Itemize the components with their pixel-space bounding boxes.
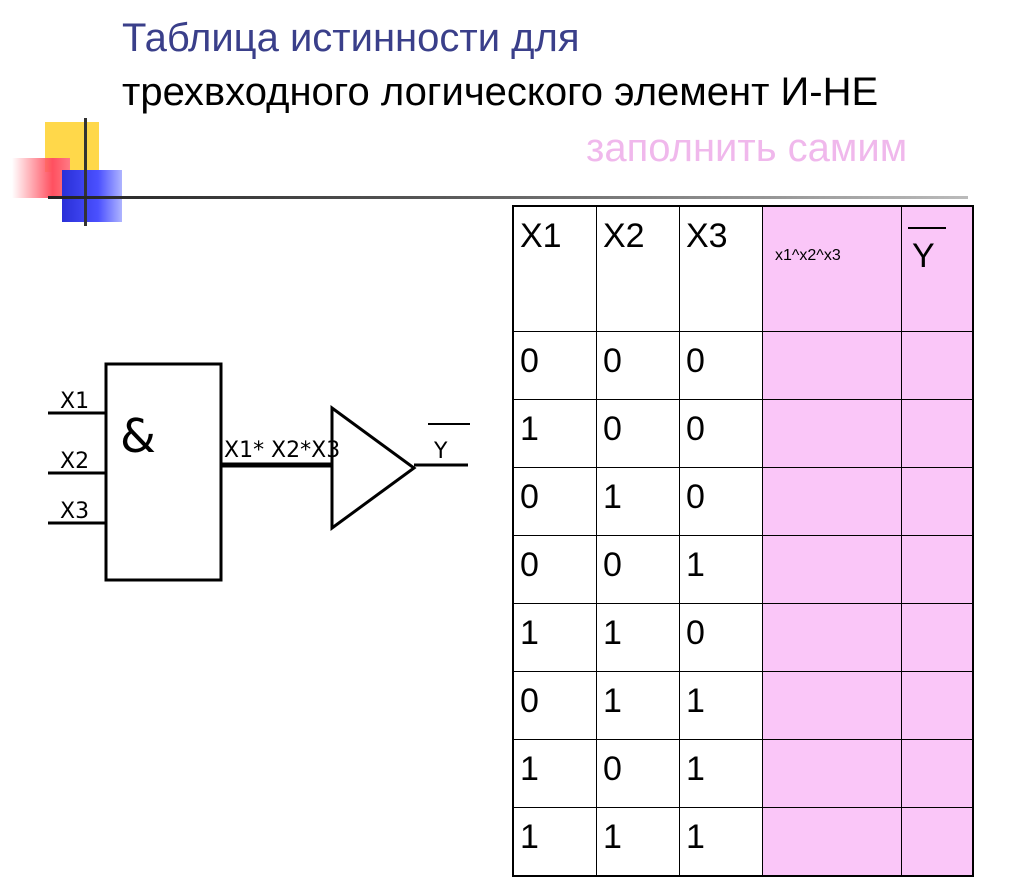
cell-x1: 0: [512, 467, 597, 536]
cell-y[interactable]: [901, 331, 974, 400]
table-row: 1 0 0: [512, 399, 974, 468]
cell-y[interactable]: [901, 535, 974, 604]
cell-x3: 0: [679, 603, 763, 672]
truth-table: X1 X2 X3 x1^x2^x3 Y 0 0 0 1 0 0 0 1 0 0 …: [512, 205, 974, 877]
cell-x1: 0: [512, 671, 597, 740]
cell-conjunction[interactable]: [762, 467, 902, 536]
cell-y[interactable]: [901, 739, 974, 808]
cell-y[interactable]: [901, 671, 974, 740]
table-row: 0 0 0: [512, 331, 974, 400]
cell-x1: 1: [512, 399, 597, 468]
header-y: Y: [901, 205, 974, 332]
cell-y[interactable]: [901, 399, 974, 468]
cell-y[interactable]: [901, 807, 974, 877]
cell-x3: 0: [679, 467, 763, 536]
wire-label: X1* X2*X3: [224, 438, 340, 463]
table-row: 1 1 1: [512, 807, 974, 877]
decor-red-square: [12, 158, 70, 198]
table-row: 0 1 0: [512, 467, 974, 536]
cell-conjunction[interactable]: [762, 535, 902, 604]
header-x3: X3: [679, 205, 763, 332]
inverter-triangle: [330, 405, 417, 531]
cell-x3: 0: [679, 399, 763, 468]
cell-y[interactable]: [901, 467, 974, 536]
and-gate-box: [104, 362, 223, 582]
cell-x1: 1: [512, 739, 597, 808]
cell-x3: 1: [679, 807, 763, 877]
cell-x3: 0: [679, 331, 763, 400]
cell-conjunction[interactable]: [762, 603, 902, 672]
cell-x2: 0: [596, 739, 680, 808]
decor-vertical-line: [84, 118, 87, 226]
input-label-x3: X3: [60, 499, 89, 524]
cell-x1: 1: [512, 603, 597, 672]
table-header-row: X1 X2 X3 x1^x2^x3 Y: [512, 205, 974, 332]
decor-horizontal-line: [48, 196, 968, 199]
input-label-x1: X1: [60, 389, 89, 414]
cell-x3: 1: [679, 739, 763, 808]
header-y-label: Y: [912, 237, 935, 275]
and-symbol: &: [120, 409, 156, 463]
input-label-x2: X2: [60, 449, 89, 474]
cell-conjunction[interactable]: [762, 671, 902, 740]
cell-conjunction[interactable]: [762, 807, 902, 877]
cell-x2: 0: [596, 331, 680, 400]
cell-conjunction[interactable]: [762, 399, 902, 468]
title-line-2: трехвходного логического элемент И-НЕ: [122, 70, 879, 114]
cell-conjunction[interactable]: [762, 739, 902, 808]
header-x1: X1: [512, 205, 597, 332]
cell-x2: 1: [596, 807, 680, 877]
subtitle: заполнить самим: [586, 126, 908, 170]
cell-x2: 0: [596, 399, 680, 468]
title-line-1: Таблица истинности для: [122, 16, 580, 60]
header-conjunction: x1^x2^x3: [762, 205, 902, 332]
y-overbar: [908, 227, 946, 229]
cell-x3: 1: [679, 535, 763, 604]
cell-x2: 0: [596, 535, 680, 604]
cell-x1: 0: [512, 331, 597, 400]
cell-x2: 1: [596, 603, 680, 672]
table-row: 0 1 1: [512, 671, 974, 740]
cell-x3: 1: [679, 671, 763, 740]
table-row: 0 0 1: [512, 535, 974, 604]
nand-gate-diagram: X1 X2 X3 & X1* X2*X3 Y: [48, 362, 470, 582]
header-x2: X2: [596, 205, 680, 332]
table-row: 1 0 1: [512, 739, 974, 808]
cell-x2: 1: [596, 467, 680, 536]
cell-y[interactable]: [901, 603, 974, 672]
cell-x2: 1: [596, 671, 680, 740]
cell-x1: 1: [512, 807, 597, 877]
table-row: 1 1 0: [512, 603, 974, 672]
cell-x1: 0: [512, 535, 597, 604]
output-label-y: Y: [433, 439, 448, 464]
cell-conjunction[interactable]: [762, 331, 902, 400]
